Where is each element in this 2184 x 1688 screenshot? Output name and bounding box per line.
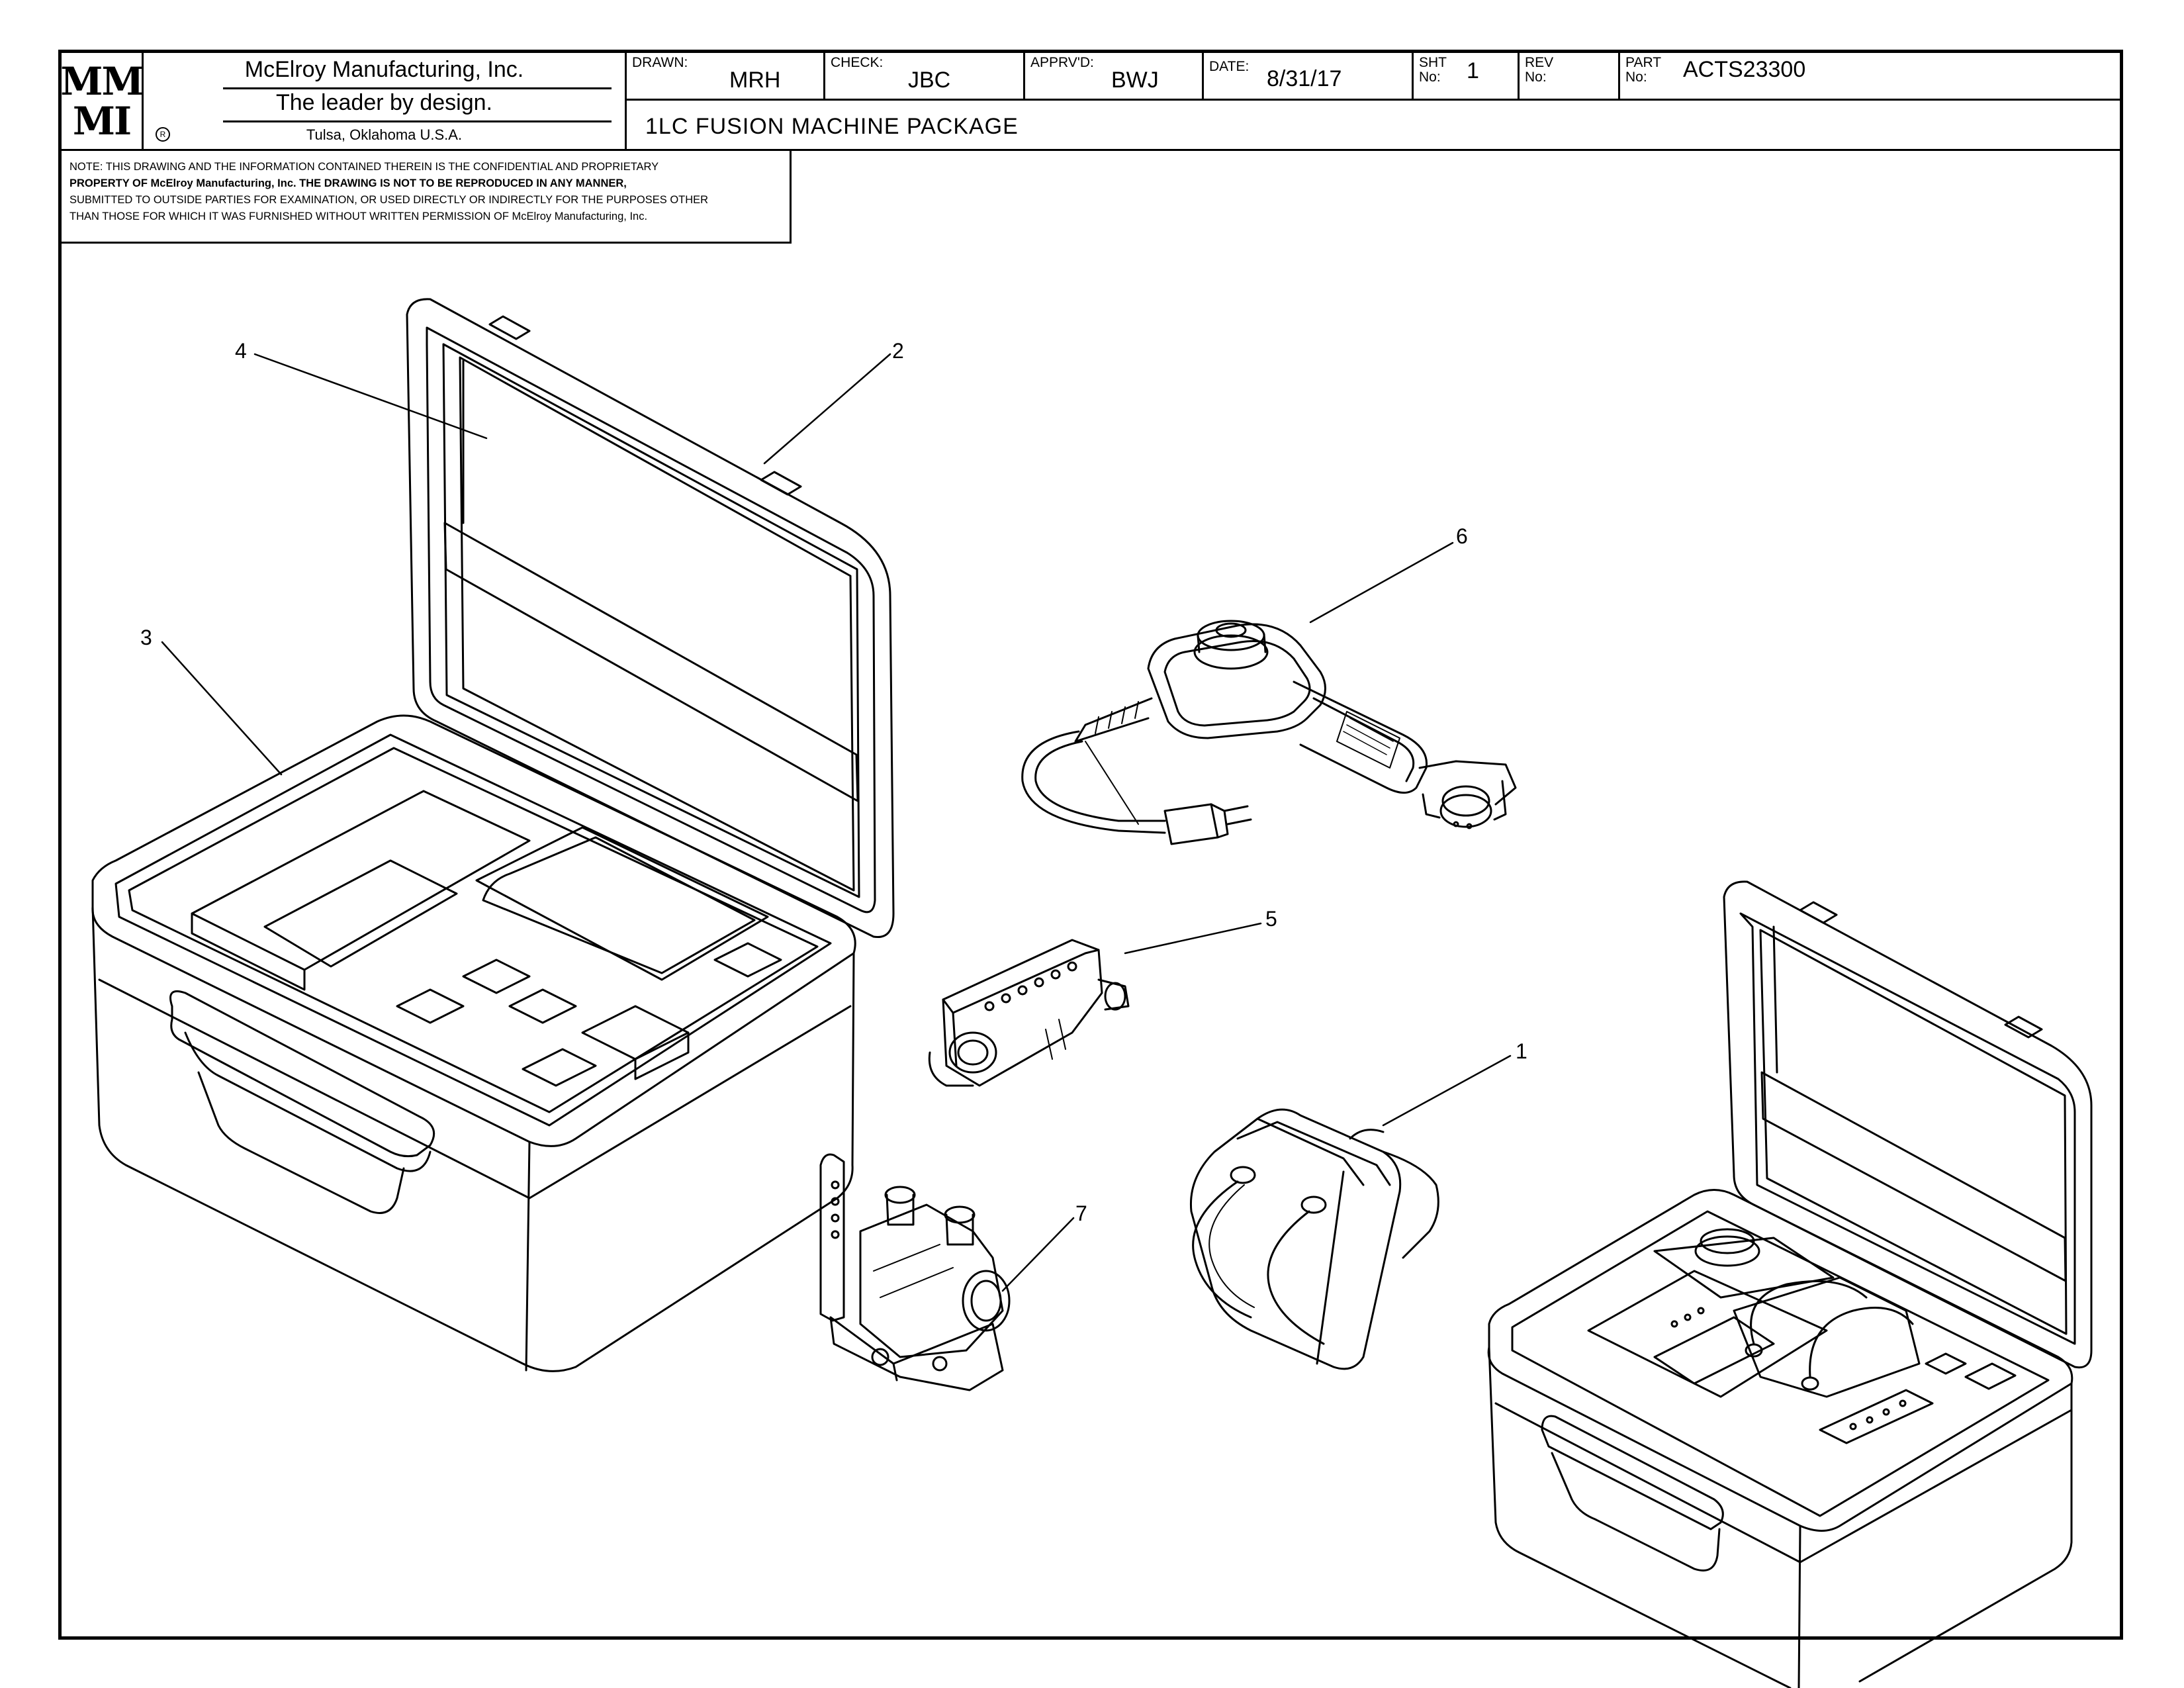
open-case-large bbox=[93, 299, 893, 1372]
note-line: SUBMITTED TO OUTSIDE PARTIES FOR EXAMINA… bbox=[69, 194, 709, 206]
registered-mark-icon: R bbox=[156, 127, 170, 142]
balloon-item-3: 3 bbox=[140, 626, 152, 649]
drawn-label: DRAWN: bbox=[632, 55, 688, 70]
balloon-item-6: 6 bbox=[1456, 524, 1468, 548]
fusion-machine bbox=[821, 1154, 1009, 1390]
note-line: NOTE: THIS DRAWING AND THE INFORMATION C… bbox=[69, 161, 659, 173]
balloon-item-4: 4 bbox=[235, 339, 247, 363]
approved-value: BWJ bbox=[1111, 68, 1159, 93]
heater-assembly bbox=[1023, 621, 1516, 844]
drawn-value: MRH bbox=[729, 68, 781, 93]
logo-line-1: MM bbox=[60, 58, 144, 104]
drawn-cell: DRAWN: MRH bbox=[627, 53, 825, 101]
sheet-label: SHT No: bbox=[1419, 55, 1447, 85]
company-block: McElroy Manufacturing, Inc. The leader b… bbox=[144, 53, 627, 151]
part-cell: PART No: ACTS23300 bbox=[1620, 53, 2120, 101]
date-value: 8/31/17 bbox=[1267, 66, 1342, 91]
date-label: DATE: bbox=[1209, 59, 1250, 74]
logo-line-2: MI bbox=[72, 98, 132, 144]
approved-cell: APPRV'D: BWJ bbox=[1025, 53, 1204, 101]
balloon-item-7: 7 bbox=[1075, 1201, 1087, 1225]
balloon-item-1: 1 bbox=[1516, 1039, 1527, 1063]
rev-cell: REV No: bbox=[1520, 53, 1620, 101]
check-cell: CHECK: JBC bbox=[825, 53, 1025, 101]
company-location: Tulsa, Oklahoma U.S.A. bbox=[306, 126, 463, 143]
date-cell: DATE: 8/31/17 bbox=[1204, 53, 1414, 101]
company-tagline: The leader by design. bbox=[276, 90, 492, 115]
check-value: JBC bbox=[908, 68, 951, 93]
note-line: THAN THOSE FOR WHICH IT WAS FURNISHED WI… bbox=[69, 211, 648, 222]
note-line: PROPERTY OF McElroy Manufacturing, Inc. … bbox=[69, 177, 627, 189]
part-value: ACTS23300 bbox=[1683, 57, 1806, 82]
sheet-value: 1 bbox=[1467, 58, 1479, 83]
balloon-item-2: 2 bbox=[892, 339, 904, 363]
balloon-item-5: 5 bbox=[1265, 907, 1277, 931]
company-logo: MM MI bbox=[60, 53, 144, 151]
drawing-sheet: MM MI McElroy Manufacturing, Inc. The le… bbox=[58, 50, 2123, 1640]
packed-case bbox=[1488, 882, 2091, 1688]
confidentiality-note: NOTE: THIS DRAWING AND THE INFORMATION C… bbox=[62, 151, 792, 244]
rev-label: REV No: bbox=[1525, 55, 1554, 85]
heater-bag bbox=[1191, 1109, 1438, 1369]
drawing-title: 1LC FUSION MACHINE PACKAGE bbox=[645, 114, 1019, 139]
clamp-assembly bbox=[929, 940, 1128, 1086]
part-label: PART No: bbox=[1625, 55, 1662, 85]
leader-lines bbox=[162, 354, 1510, 1291]
approved-label: APPRV'D: bbox=[1030, 55, 1094, 70]
check-label: CHECK: bbox=[831, 55, 884, 70]
sheet-cell: SHT No: 1 bbox=[1414, 53, 1520, 101]
drawing-title-cell: 1LC FUSION MACHINE PACKAGE bbox=[627, 101, 2120, 151]
company-name: McElroy Manufacturing, Inc. bbox=[244, 57, 524, 82]
